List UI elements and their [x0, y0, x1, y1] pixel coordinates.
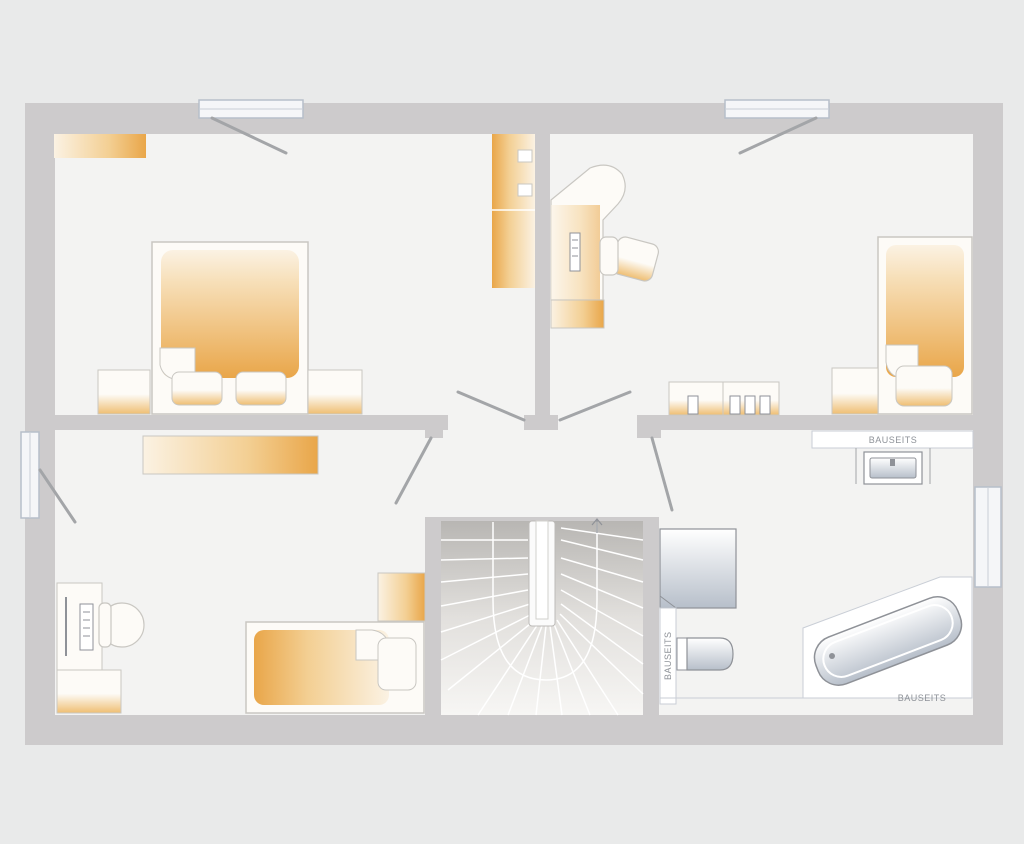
nightstand-right [307, 369, 363, 415]
kids-room-left [56, 435, 426, 714]
mattress [161, 250, 299, 378]
mattress [886, 245, 964, 377]
staircase [440, 518, 644, 716]
wall-shelf [54, 134, 146, 158]
washbasin [855, 448, 931, 485]
pillow [377, 637, 417, 691]
door-swings [38, 116, 818, 524]
wardrobe-handle [517, 149, 533, 163]
wall-shelf [142, 435, 319, 475]
bathtub-note: BAUSEITS [898, 693, 947, 703]
washbasin-counter [811, 430, 974, 449]
laptop [79, 603, 94, 651]
bathroom: BAUSEITS BAUSEITS BAUSEITS [659, 430, 974, 705]
windows [20, 99, 1002, 588]
nightstand-left [97, 369, 151, 415]
pillow [895, 365, 953, 407]
wardrobe-handle [517, 183, 533, 197]
kids-room-right [550, 164, 973, 416]
mattress [254, 630, 389, 705]
toilet [676, 637, 734, 671]
desk-shelf [550, 299, 605, 329]
pillow-right [235, 371, 287, 406]
interior-walls [55, 118, 973, 715]
cabinet [377, 572, 426, 622]
pillow-left [171, 371, 223, 406]
nightstand [831, 367, 879, 415]
laptop [569, 232, 581, 272]
chair [599, 236, 660, 282]
wc-note: BAUSEITS [663, 631, 673, 680]
exterior-walls [25, 103, 1003, 745]
washbasin-note: BAUSEITS [869, 435, 918, 445]
shower [659, 528, 737, 609]
bathtub [802, 576, 973, 699]
bedroom [54, 134, 535, 415]
wc-wall-panel [659, 607, 677, 705]
chair [98, 602, 145, 648]
